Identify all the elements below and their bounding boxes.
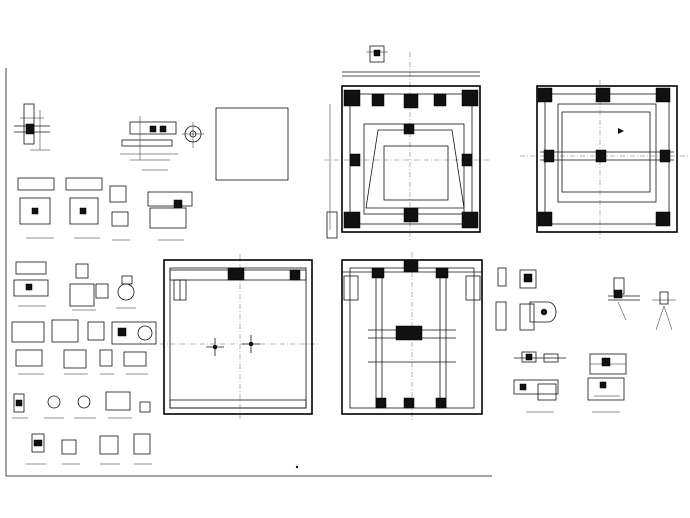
detail-group-bottom-right bbox=[495, 267, 676, 413]
elevation-front bbox=[160, 254, 318, 420]
cross-marker-1 bbox=[206, 338, 224, 356]
elevation-side bbox=[341, 252, 483, 420]
detail-round-fitting bbox=[142, 122, 204, 171]
sheet-border bbox=[5, 68, 492, 477]
joint-detail-row bbox=[17, 177, 193, 241]
center-dot bbox=[295, 465, 299, 469]
detail-column-1 bbox=[14, 103, 50, 151]
detail-group-bottom-left bbox=[11, 261, 157, 465]
blank-frame bbox=[215, 107, 289, 181]
top-plan-right bbox=[520, 80, 690, 240]
cross-marker-2 bbox=[242, 335, 260, 353]
top-plan-large bbox=[324, 45, 490, 240]
detail-group-left bbox=[14, 103, 204, 241]
detail-bracket bbox=[120, 116, 178, 161]
